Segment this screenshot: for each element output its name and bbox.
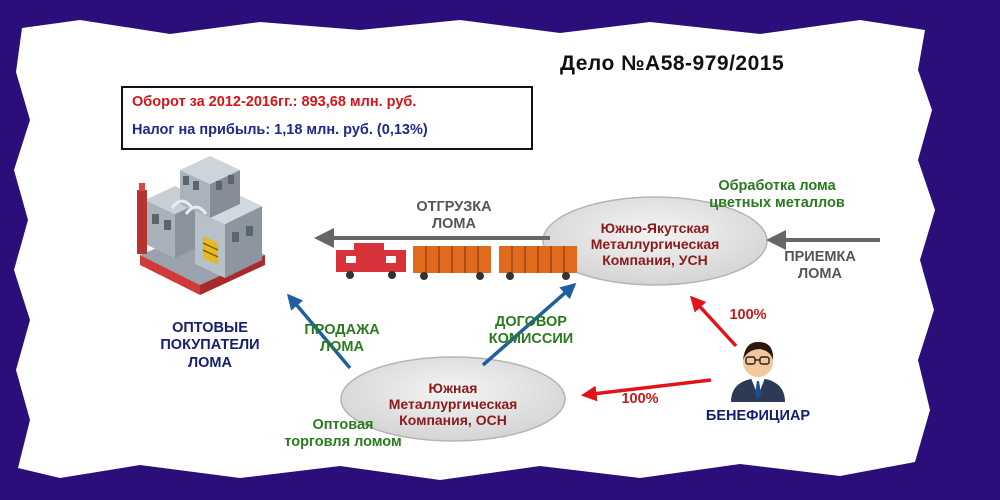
ownership-arrow-upper	[689, 295, 738, 348]
ownership-arrow-lower	[580, 378, 712, 402]
turnover-text: Оборот за 2012-2016гг.: 893,68 млн. руб.	[132, 94, 417, 110]
south-node-label: Южная Металлургическая Компания, ОСН	[388, 380, 518, 429]
syuzhno-node-label: Южно-Якутская Металлургическая Компания,…	[590, 220, 720, 269]
wholesale-label: Оптовая торговля ломом	[284, 417, 402, 450]
factory-icon	[137, 156, 265, 295]
beneficiary-label: БЕНЕФИЦИАР	[705, 408, 811, 424]
receiving-label: ПРИЕМКА ЛОМА	[784, 249, 856, 282]
sale-arrow	[286, 293, 352, 370]
case-number: Дело №А58-979/2015	[560, 52, 785, 75]
tax-text: Налог на прибыль: 1,18 млн. руб. (0,13%)	[132, 122, 428, 138]
processing-label: Обработка лома цветных металлов	[709, 178, 845, 211]
percent-lower: 100%	[621, 391, 659, 407]
south-node-shape	[340, 356, 566, 442]
contract-label: ДОГОВОР КОМИССИИ	[488, 314, 574, 347]
percent-upper: 100%	[729, 307, 767, 323]
info-box: Оборот за 2012-2016гг.: 893,68 млн. руб.…	[121, 86, 533, 150]
train-icon	[336, 243, 577, 280]
buyers-label: ОПТОВЫЕ ПОКУПАТЕЛИ ЛОМА	[160, 320, 260, 371]
sale-label: ПРОДАЖА ЛОМА	[304, 322, 380, 355]
beneficiary-icon	[731, 341, 785, 402]
shipment-label: ОТГРУЗКА ЛОМА	[416, 199, 492, 232]
contract-arrow	[481, 282, 577, 367]
